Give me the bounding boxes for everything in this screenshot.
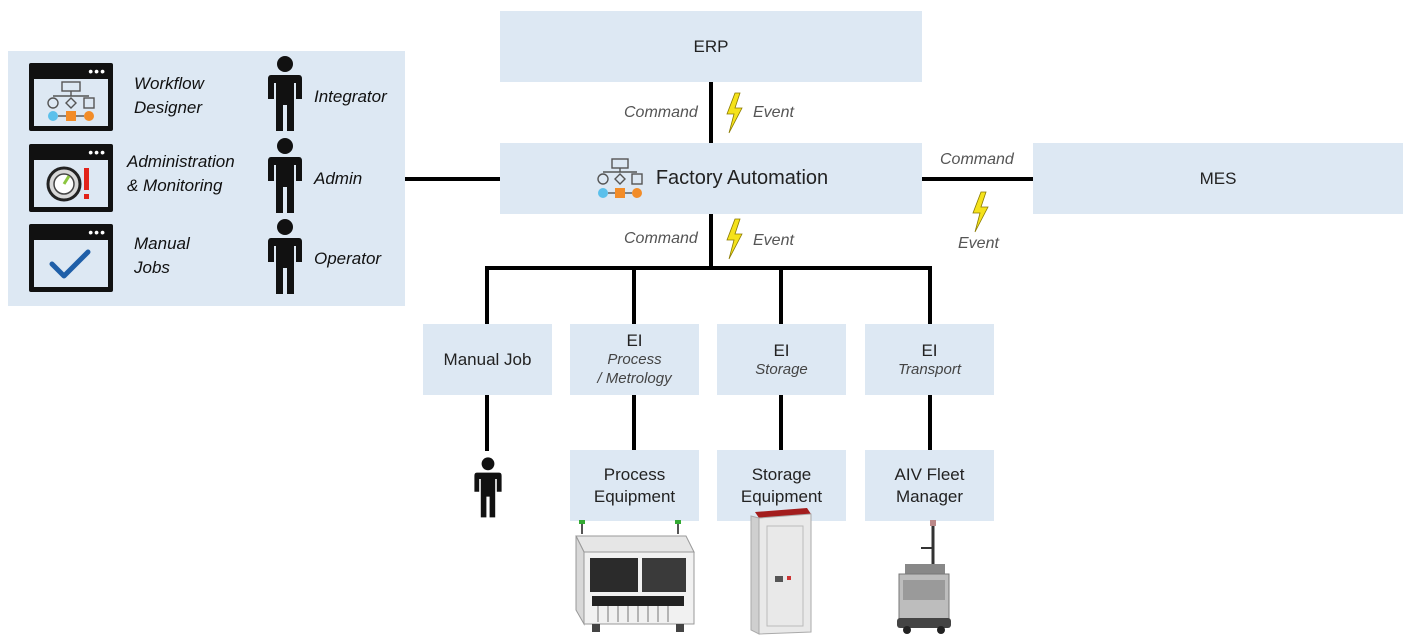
manual-jobs-window-icon: •••	[29, 224, 113, 292]
ei-storage-title: EI	[773, 340, 790, 360]
erp-box: ERP	[500, 11, 922, 82]
workflow-designer-window-icon: •••	[29, 63, 113, 131]
erp-event-label: Event	[753, 104, 794, 121]
role-operator: Operator	[314, 249, 382, 268]
fa-bus-connector	[709, 214, 713, 268]
erp-fa-connector	[709, 82, 713, 143]
process-equipment-box: Process Equipment	[570, 450, 699, 521]
ei-process-equipment-connector	[632, 395, 636, 451]
aiv-robot-image	[897, 520, 951, 634]
manual-job-label: Manual Job	[443, 349, 532, 369]
process-machine-image	[575, 520, 695, 632]
drop-manual-job	[485, 266, 489, 325]
bus-line	[485, 266, 932, 270]
gauge-icon	[46, 166, 89, 202]
lightning-bolt-icon	[972, 191, 989, 233]
manual-job-box: Manual Job	[423, 324, 552, 395]
window-dots-icon: •••	[88, 224, 106, 240]
ei-transport-title: EI	[921, 340, 938, 360]
storage-equipment-box: Storage Equipment	[717, 450, 846, 521]
aiv-fleet-line2: Manager	[895, 486, 964, 506]
ei-process-sub2: / Metrology	[597, 370, 672, 388]
panel-fa-connector	[405, 177, 500, 181]
mes-label: MES	[1199, 168, 1237, 188]
ei-transport-sub: Transport	[897, 360, 962, 378]
storage-machine-image	[750, 508, 812, 635]
drop-ei-process	[632, 266, 636, 325]
bus-event-label: Event	[753, 232, 794, 249]
process-equipment-line2: Equipment	[593, 486, 676, 506]
ei-process-sub1: Process	[607, 351, 662, 369]
fa-mes-connector	[922, 177, 1033, 181]
ei-process-title: EI	[626, 331, 643, 351]
manual-job-operator-connector	[485, 395, 489, 451]
ei-transport-fleet-connector	[928, 395, 932, 451]
aiv-fleet-line1: AIV Fleet	[894, 465, 965, 485]
ei-process-box: EI Process / Metrology	[570, 324, 699, 395]
administration-window-icon: •••	[29, 144, 113, 212]
factory-automation-box: Factory Automation	[500, 143, 922, 214]
workflow-icon	[597, 157, 643, 198]
storage-equipment-line2: Equipment	[740, 486, 823, 506]
ei-storage-box: EI Storage	[717, 324, 846, 395]
window-dots-icon: •••	[88, 63, 106, 79]
role-integrator: Integrator	[314, 87, 387, 106]
process-equipment-line1: Process	[603, 465, 666, 485]
lightning-bolt-icon	[726, 218, 743, 260]
ei-storage-sub: Storage	[755, 360, 808, 378]
mes-command-label: Command	[940, 151, 1014, 168]
storage-equipment-line1: Storage	[751, 465, 812, 485]
integrator-person-icon	[268, 56, 302, 131]
drop-ei-storage	[779, 266, 783, 325]
lightning-bolt-icon	[726, 92, 743, 134]
role-admin: Admin	[314, 169, 363, 188]
bus-command-label: Command	[624, 230, 698, 247]
workflow-icon	[47, 81, 95, 121]
erp-command-label: Command	[624, 104, 698, 121]
checkmark-icon	[49, 249, 91, 279]
mes-event-label: Event	[958, 235, 999, 252]
drop-ei-transport	[928, 266, 932, 325]
window-dots-icon: •••	[88, 144, 106, 160]
admin-person-icon	[268, 138, 302, 213]
erp-label: ERP	[693, 36, 729, 56]
operator-person-icon	[268, 219, 302, 294]
administration-monitoring-label: Administration& Monitoring	[127, 152, 235, 195]
ei-storage-equipment-connector	[779, 395, 783, 451]
aiv-fleet-manager-box: AIV Fleet Manager	[865, 450, 994, 521]
manual-operator-person-icon	[474, 457, 502, 518]
ei-transport-box: EI Transport	[865, 324, 994, 395]
mes-box: MES	[1033, 143, 1403, 214]
factory-automation-label: Factory Automation	[655, 167, 829, 189]
